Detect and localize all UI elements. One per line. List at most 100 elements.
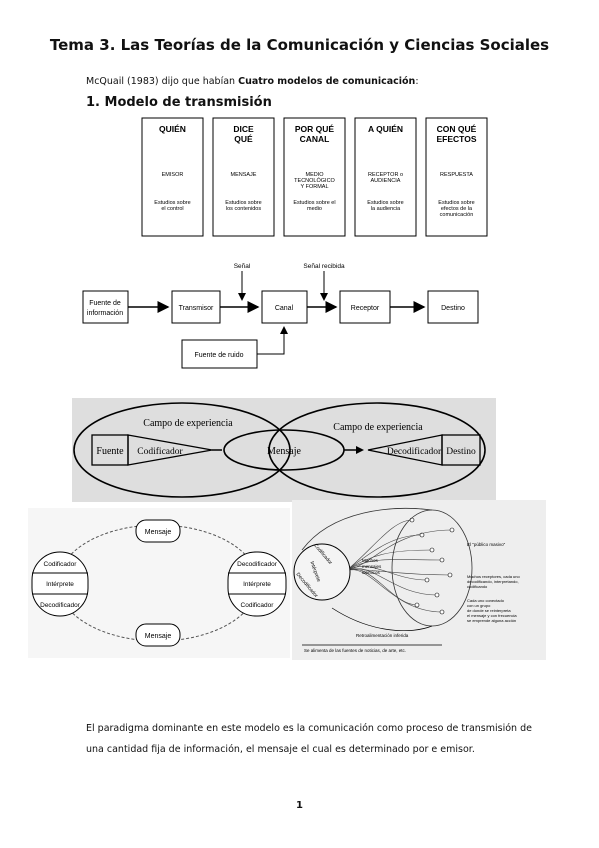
mass-ray-9 — [346, 569, 451, 576]
mass-node-7 — [439, 609, 445, 615]
intro-suffix: : — [415, 76, 419, 87]
campo-left-label: Campo de experiencia — [143, 418, 233, 429]
lasswell-head2-2: CANAL — [300, 134, 330, 144]
intro-prefix: McQuail (1983) dijo que habían — [86, 76, 239, 87]
lasswell-head2-1: QUÉ — [234, 134, 253, 144]
schramm-figure: Campo de experiencia Campo de experienci… — [72, 398, 496, 502]
lasswell-study2-1: los contenidos — [226, 206, 261, 212]
lasswell-head2-4: EFECTOS — [437, 134, 477, 144]
left-actor-box — [31, 551, 89, 617]
destino-label: Destino — [441, 305, 465, 312]
mass-receptores-2: decodificando, interpretando, — [467, 579, 519, 584]
senal-label: Señal — [234, 263, 251, 270]
lasswell-head1-3: A QUIÉN — [368, 124, 403, 134]
mensaje-top-box — [135, 519, 181, 543]
destino-box — [427, 290, 479, 324]
mass-node-1 — [419, 532, 425, 538]
lasswell-role2-2: TECNOLÓGICO — [294, 177, 335, 184]
mass-node-2 — [429, 547, 435, 553]
lasswell-study1-4: Estudios sobre — [438, 200, 474, 206]
shannon-figure: Fuente de información Transmisor Canal R… — [82, 263, 479, 369]
mass-ray-2 — [346, 549, 433, 571]
lasswell-study2-3: la audiencia — [371, 206, 401, 212]
fuente-label-2: información — [87, 310, 123, 317]
section-heading: 1. Modelo de transmisión — [86, 95, 272, 110]
lasswell-column-4 — [425, 117, 488, 237]
mass-muchos-2: mensajes — [362, 564, 382, 569]
ruido-label: Fuente de ruido — [194, 352, 243, 359]
right-actor-box — [227, 551, 287, 617]
codificador-label-s: Codificador — [137, 446, 183, 457]
mensaje-bottom-label: Mensaje — [145, 633, 172, 640]
mass-ray-7 — [346, 569, 443, 613]
canal-label: Canal — [275, 305, 294, 312]
right-actor-2: Intérprete — [243, 581, 271, 588]
mass-ray-5 — [346, 568, 438, 596]
mass-node-4 — [424, 577, 430, 583]
destino-box-s — [441, 434, 481, 466]
mass-conectado-2: con un grupo — [467, 603, 491, 608]
mass-ray-6 — [346, 568, 418, 606]
mass-node-9 — [447, 572, 453, 578]
mensaje-top-label: Mensaje — [145, 529, 172, 536]
ruido-box — [181, 339, 258, 369]
mass-conectado-3: de donde se reinterpreta — [467, 608, 511, 613]
mass-node-6 — [414, 602, 420, 608]
mass-conectado-1: Cada uno conectado — [467, 598, 505, 603]
lasswell-role2-3: AUDIENCIA — [371, 178, 401, 184]
canal-box — [261, 290, 308, 324]
mass-muchos-3: idénticos — [362, 570, 381, 575]
lasswell-role3-2: Y FORMAL — [300, 184, 328, 190]
page-number: 1 — [296, 800, 303, 811]
lasswell-study1-3: Estudios sobre — [367, 200, 403, 206]
lasswell-study2-0: el control — [161, 206, 183, 212]
fuente-label-s: Fuente — [96, 446, 124, 457]
lasswell-study2-2: medio — [307, 206, 322, 212]
paragraph-line-1: El paradigma dominante en este modelo es… — [86, 723, 532, 734]
lasswell-head1-1: DICE — [233, 124, 254, 134]
mass-receptores-1: Muchos receptores, cada uno — [467, 574, 520, 579]
mass-alimenta: Se alimenta de las fuentes de noticias, … — [304, 648, 406, 653]
left-actor-2: Intérprete — [46, 581, 74, 588]
lasswell-head1-4: CON QUÉ — [437, 124, 477, 134]
destino-label-s: Destino — [446, 447, 476, 457]
lasswell-study2-4: efectos de la — [441, 206, 473, 212]
lasswell-column-3 — [354, 117, 417, 237]
receptor-label: Receptor — [351, 305, 380, 312]
lasswell-role1-3: RECEPTOR o — [368, 172, 403, 178]
lasswell-column-0 — [141, 117, 204, 237]
mass-ray-4 — [346, 566, 428, 581]
lasswell-role1-2: MEDIO — [305, 172, 324, 178]
lasswell-study1-1: Estudios sobre — [225, 200, 261, 206]
decodificador-label-s: Decodificador — [387, 446, 442, 457]
mensaje-label-s: Mensaje — [267, 446, 301, 457]
mass-receptores-3: codificando — [467, 584, 488, 589]
mensaje-bottom-box — [135, 623, 181, 647]
lasswell-head1-0: QUIÉN — [159, 124, 186, 134]
left-actor-1: Codificador — [44, 561, 78, 568]
mass-retro: Retroalimentación inferida — [356, 633, 409, 638]
right-actor-3: Codificador — [241, 602, 275, 609]
mass-ray-8 — [346, 529, 453, 571]
mass-ray-1 — [346, 534, 423, 571]
lasswell-study1-2: Estudios sobre el — [293, 200, 335, 206]
fuente-box — [82, 290, 129, 324]
lasswell-head1-2: POR QUÉ — [295, 124, 335, 134]
lasswell-role1-0: EMISOR — [162, 172, 184, 178]
transmisor-label: Transmisor — [179, 305, 214, 312]
intro-text: McQuail (1983) dijo que habían Cuatro mo… — [86, 76, 419, 87]
lasswell-study1-0: Estudios sobre — [154, 200, 190, 206]
paragraph-line-2: una cantidad fija de información, el men… — [86, 744, 475, 755]
senal-recibida-label: Señal recibida — [303, 263, 345, 270]
mass-node-5 — [434, 592, 440, 598]
mass-ray-0 — [346, 519, 413, 571]
left-actor-3: Decodificador — [40, 602, 81, 609]
right-actor-1: Decodificador — [237, 561, 278, 568]
mass-publico: El "público masivo" — [467, 542, 506, 547]
circular-figure: Mensaje Mensaje Codificador Intérprete D… — [28, 508, 290, 658]
intro-bold: Cuatro modelos de comunicación — [238, 76, 416, 87]
lasswell-role1-4: RESPUESTA — [440, 172, 473, 178]
campo-right-label: Campo de experiencia — [333, 422, 423, 433]
mass-figure: Codificador Intérprete Decodificador Muc… — [292, 500, 546, 660]
